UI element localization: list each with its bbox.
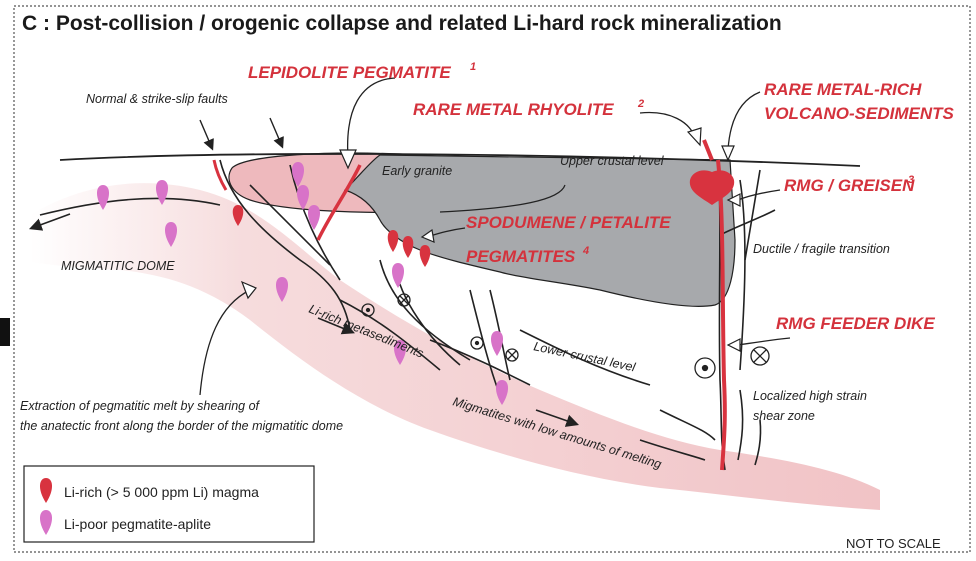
lepidolite-label: LEPIDOLITE PEGMATITE: [248, 63, 451, 82]
volcano-label-1: RARE METAL-RICH: [764, 80, 922, 99]
extraction-annotation-2: the anatectic front along the border of …: [20, 419, 343, 433]
edge-mark: [0, 318, 10, 346]
spodumene-label-1: SPODUMENE / PETALITE: [466, 213, 671, 232]
legend-li-poor: Li-poor pegmatite-aplite: [64, 516, 211, 532]
faults-annotation: Normal & strike-slip faults: [86, 92, 228, 106]
lower-crust-annotation: Lower crustal level: [532, 339, 637, 374]
migmatitic-dome-annotation: MIGMATITIC DOME: [61, 259, 175, 273]
volcano-label-2: VOLCANO-SEDIMENTS: [764, 104, 955, 123]
rhyolite-sup: 2: [637, 98, 644, 110]
rmg-greisen-label: RMG / GREISEN: [784, 176, 915, 195]
spodumene-label-2: PEGMATITES: [466, 247, 576, 266]
rmg-greisen-sup: 3: [908, 174, 914, 186]
spodumene-sup: 4: [582, 245, 589, 257]
legend: Li-rich (> 5 000 ppm Li) magma Li-poor p…: [24, 466, 314, 542]
rmg-feeder-label: RMG FEEDER DIKE: [776, 314, 935, 333]
not-to-scale: NOT TO SCALE: [846, 536, 941, 551]
figure-title: C : Post-collision / orogenic collapse a…: [22, 12, 782, 35]
upper-crust-annotation: Upper crustal level: [560, 154, 665, 168]
legend-li-rich: Li-rich (> 5 000 ppm Li) magma: [64, 484, 259, 500]
rhyolite-label: RARE METAL RHYOLITE: [413, 100, 614, 119]
extraction-annotation-1: Extraction of pegmatitic melt by shearin…: [20, 399, 261, 413]
high-strain-annotation-2: shear zone: [753, 409, 815, 423]
high-strain-annotation-1: Localized high strain: [753, 389, 867, 403]
ductile-annotation: Ductile / fragile transition: [753, 242, 890, 256]
lepidolite-sup: 1: [470, 61, 476, 73]
early-granite-annotation: Early granite: [382, 164, 452, 178]
